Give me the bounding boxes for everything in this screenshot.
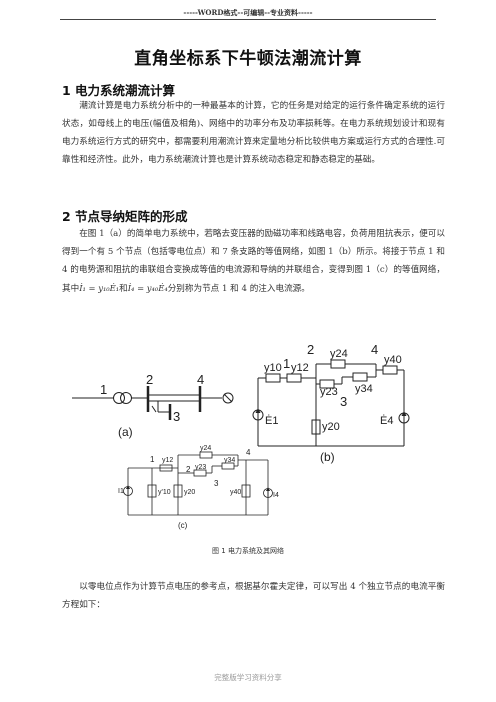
element-c-y10: y'10 [158,489,171,496]
header-rule [60,19,436,20]
conjunction-and: 和 [119,284,128,295]
node-label-c-1: 1 [150,455,155,464]
element-b-y20: y20 [322,421,340,433]
element-c-y24: y24 [200,445,211,452]
element-c-y34: y34 [224,457,235,464]
element-c-I1: I1 [118,488,124,495]
circuit-b [252,359,410,447]
element-b-y24: y24 [330,348,348,360]
node-label-a-3: 3 [173,409,180,424]
section-heading-1: 1 电力系统潮流计算 [62,83,176,98]
element-c-y20: y20 [184,489,195,496]
closing-paragraph: 以零电位点作为计算节点电压的参考点，根据基尔霍夫定律，可以写出 4 个独立节点的… [62,582,445,611]
page-header: -----WORD格式--可编辑--专业资料----- [183,8,313,17]
circuit-a-label: (a) [118,425,133,439]
element-b-y34: y34 [355,383,373,395]
element-b-E4: Ė4 [380,414,393,427]
element-c-y12: y12 [162,457,173,464]
figure-caption: 图 1 电力系统及其网络 [212,547,284,555]
section-2-text-a: 在图 1（a）的简单电力系统中，若略去变压器的励磁功率和线路电容，负荷用阻抗表示… [62,229,445,295]
node-label-b-2: 2 [307,342,314,357]
node-label-c-3: 3 [214,479,219,488]
element-c-I4: I4 [273,492,279,499]
node-label-b-1: 1 [283,356,290,371]
section-1-paragraph: 潮流计算是电力系统分析中的一种最基本的计算，它的任务是对给定的运行条件确定系统的… [62,101,445,166]
element-b-y10: y10 [264,362,282,374]
document-title: 直角坐标系下牛顿法潮流计算 [134,49,362,69]
element-b-E1: Ė1 [265,414,278,427]
section-2-paragraph: 在图 1（a）的简单电力系统中，若略去变压器的励磁功率和线路电容，负荷用阻抗表示… [62,225,445,298]
circuit-c [123,451,273,516]
node-label-a-4: 4 [197,372,204,387]
element-c-y23: y23 [195,464,206,471]
formula-i1: İ₁ = y₁₀Ė₁ [79,283,120,294]
element-b-y23: y23 [320,386,338,398]
page-footer: 完整版学习资料分享 [214,673,282,682]
node-label-c-4: 4 [246,448,251,457]
element-c-y40: y40 [230,489,241,496]
element-b-y40: y40 [384,354,402,366]
node-label-a-1: 1 [100,382,107,397]
formula-i4: İ₄ = y₄₀Ė₄ [127,283,168,294]
node-label-c-2: 2 [186,465,191,474]
node-label-b-4: 4 [371,342,378,357]
section-heading-2: 2 节点导纳矩阵的形成 [62,209,188,224]
section-2-text-b: 分别称为节点 1 和 4 的注入电流源。 [167,284,310,295]
circuit-b-label: (b) [320,450,335,464]
node-label-a-2: 2 [146,372,153,387]
circuit-c-label: (c) [178,521,188,530]
element-b-y12: y12 [291,362,309,374]
circuit-a [72,386,234,420]
node-label-b-3: 3 [340,394,347,409]
